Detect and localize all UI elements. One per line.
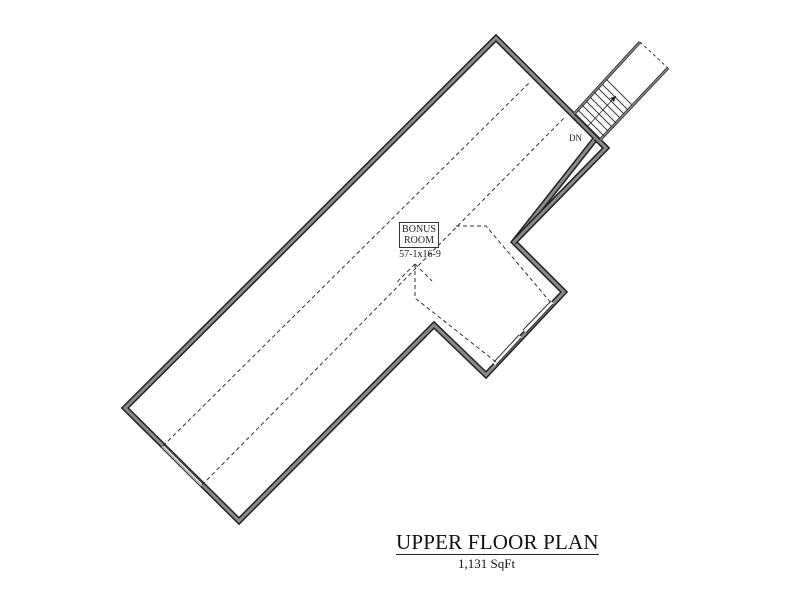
exterior-walls — [120, 33, 611, 526]
ceiling-lines — [162, 81, 587, 486]
room-name-line1: BONUS — [402, 224, 436, 235]
stairs-down-label: DN — [569, 133, 582, 143]
plan-area: 1,131 SqFt — [458, 556, 516, 571]
window-left — [160, 443, 204, 488]
stairs — [572, 40, 670, 142]
bonus-room-label: BONUS ROOM — [399, 222, 439, 248]
bonus-room-dimensions: 57-1x16-9 — [399, 249, 441, 260]
plan-title: UPPER FLOOR PLAN — [396, 530, 599, 555]
room-name-line2: ROOM — [403, 235, 434, 246]
window-bump — [492, 300, 554, 366]
